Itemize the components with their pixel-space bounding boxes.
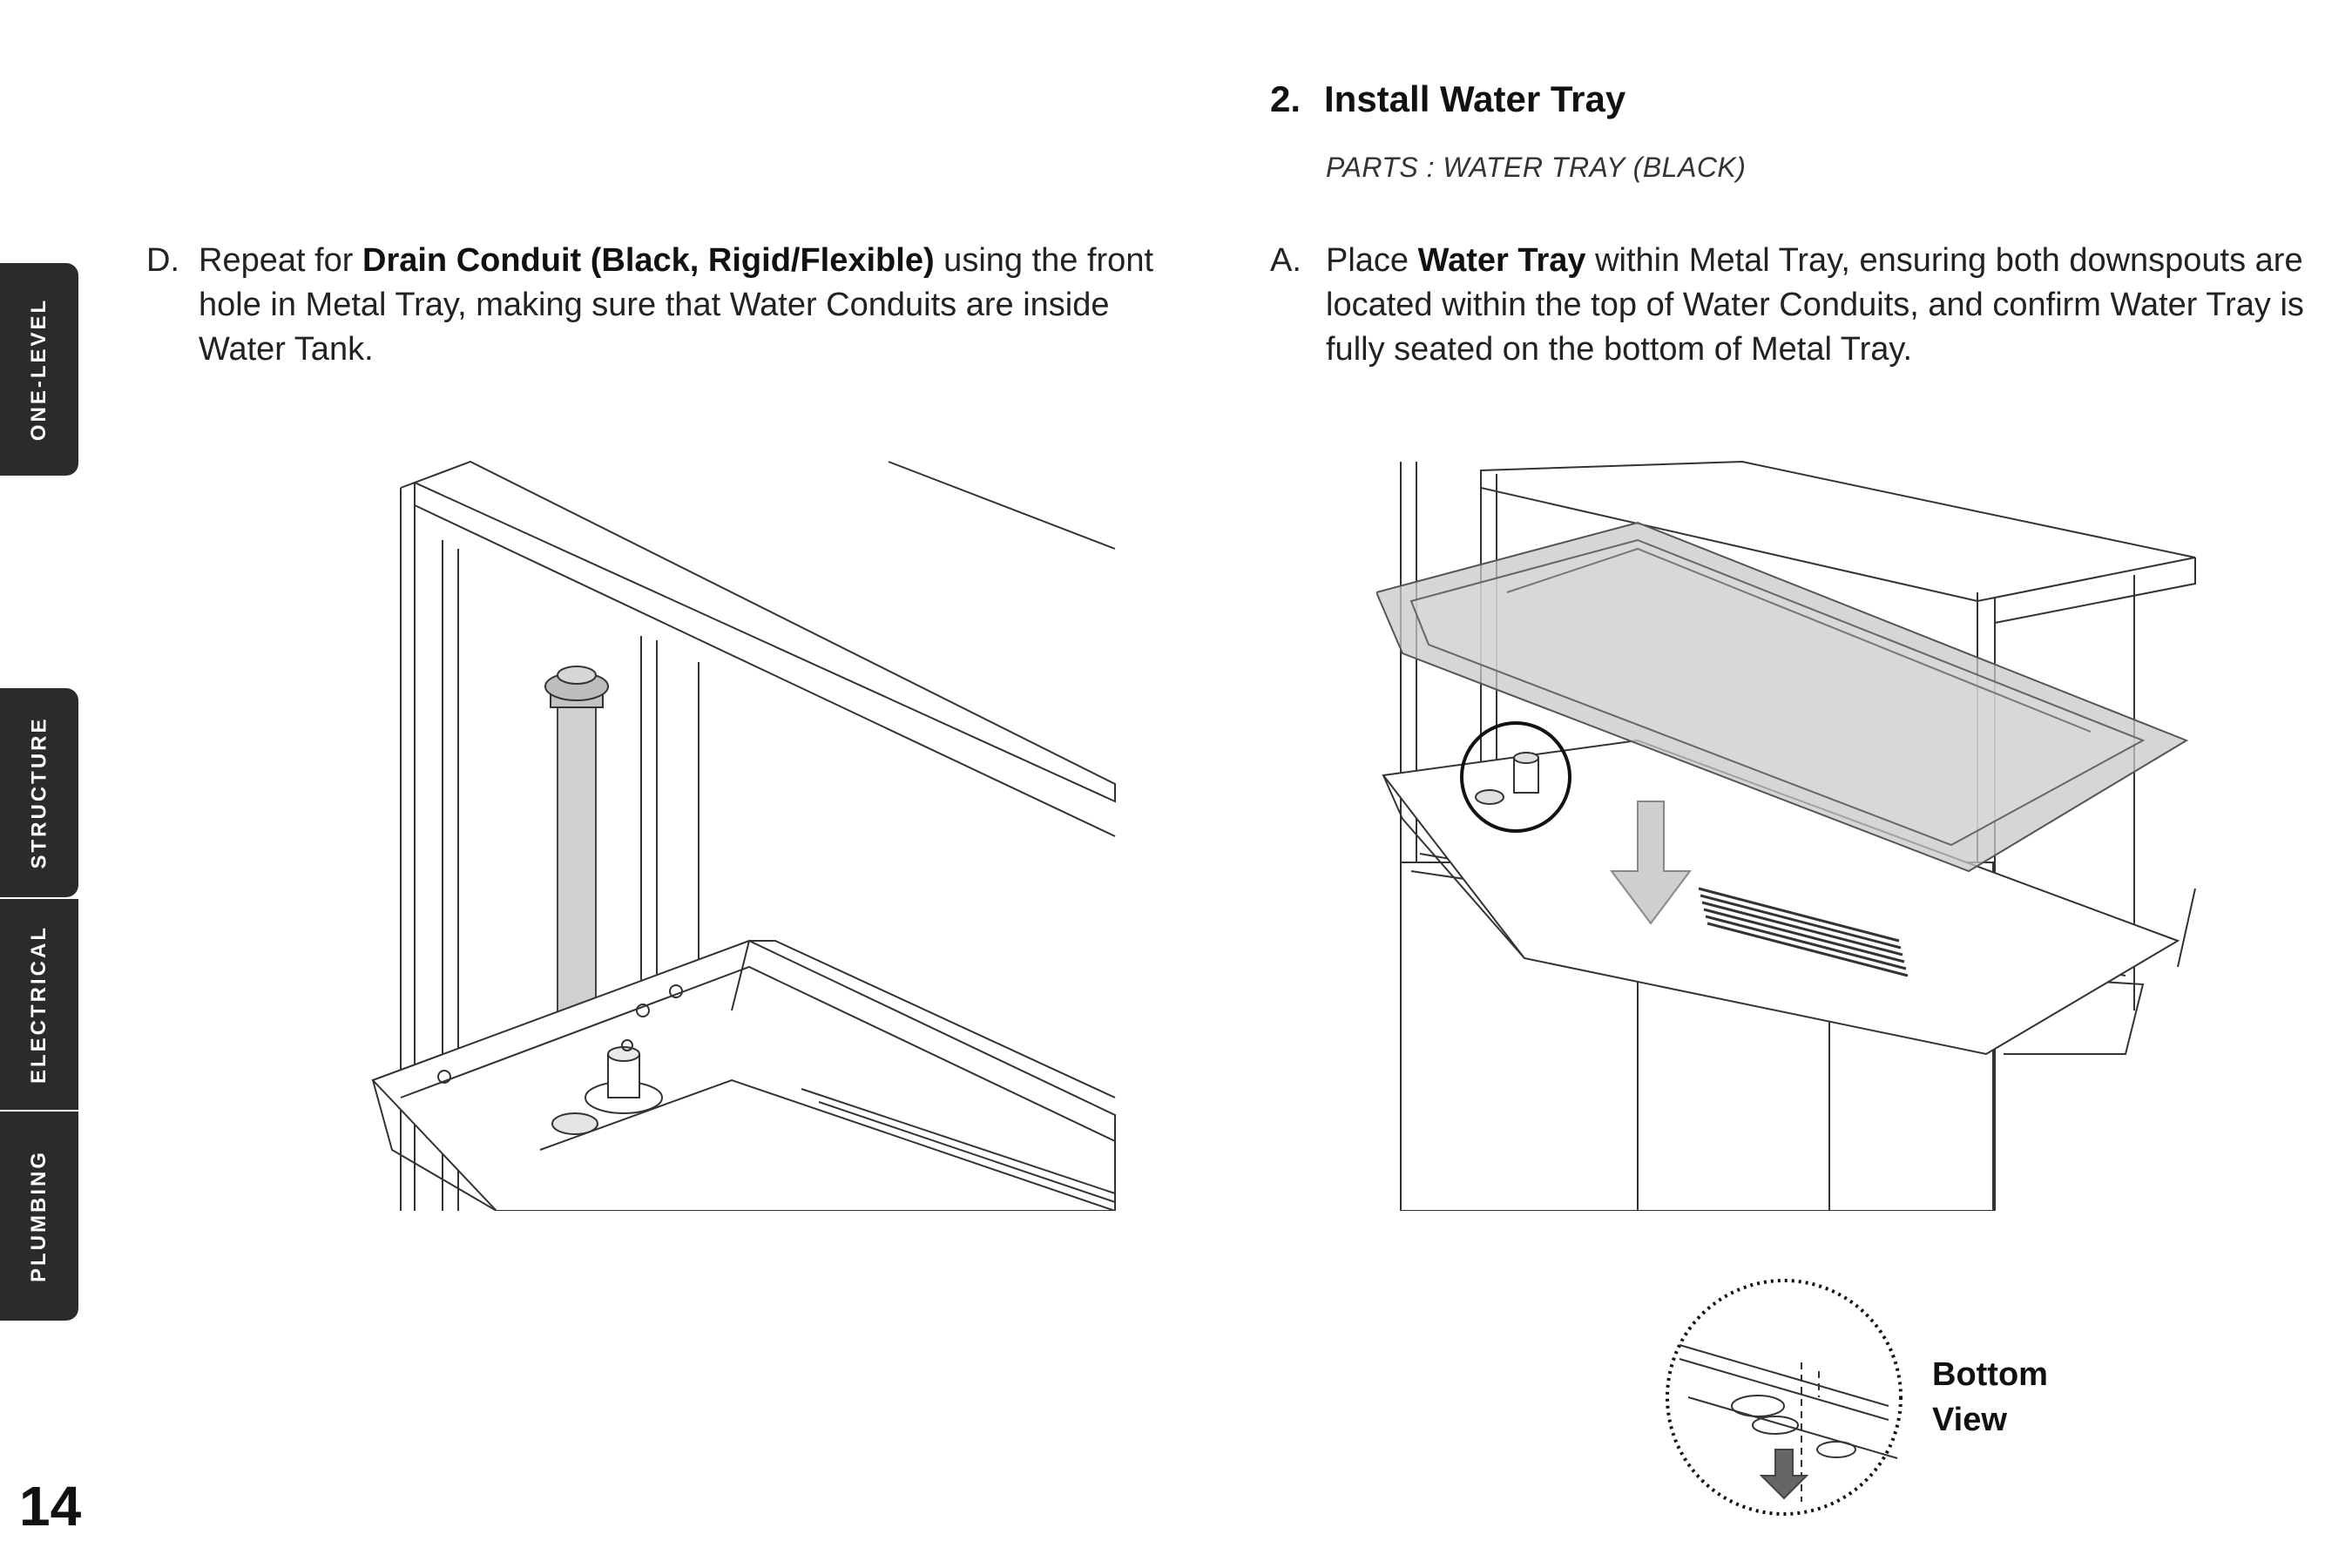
tab-electrical[interactable]: ELECTRICAL <box>0 899 78 1110</box>
side-tabs: ONE-LEVEL STRUCTURE ELECTRICAL PLUMBING <box>0 0 80 1568</box>
part-name: Drain Conduit (Black, Rigid/Flexible) <box>362 242 935 279</box>
section-title-text: Install Water Tray <box>1324 78 1626 119</box>
water-tray-illustration <box>1376 453 2213 1211</box>
tab-structure[interactable]: STRUCTURE <box>0 688 78 897</box>
drain-conduit-illustration <box>366 453 1132 1211</box>
tab-one-level[interactable]: ONE-LEVEL <box>0 263 78 476</box>
tab-label: PLUMBING <box>27 1150 51 1282</box>
bottom-view-line: Bottom <box>1932 1356 2048 1393</box>
step-marker: D. <box>146 242 179 279</box>
step-text: Repeat for Drain Conduit (Black, Rigid/F… <box>199 239 1153 372</box>
step-d: D. Repeat for Drain Conduit (Black, Rigi… <box>146 239 1192 378</box>
text-run: using the front <box>934 242 1154 279</box>
bottom-view-label: Bottom View <box>1932 1352 2048 1443</box>
text-run: Place <box>1326 242 1418 279</box>
bottom-view-line: View <box>1932 1402 2007 1438</box>
step-line: Place Water Tray within Metal Tray, ensu… <box>1326 239 2304 283</box>
step-line: Water Tank. <box>199 331 374 368</box>
part-name: Water Tray <box>1417 242 1586 279</box>
text-run: within Metal Tray, ensuring both downspo… <box>1585 242 2303 279</box>
step-line: located within the top of Water Conduits… <box>1326 287 2304 323</box>
step-line: Repeat for Drain Conduit (Black, Rigid/F… <box>199 239 1153 283</box>
step-line: fully seated on the bottom of Metal Tray… <box>1326 331 1913 368</box>
page-number: 14 <box>19 1475 82 1538</box>
tab-divider <box>0 897 78 899</box>
step-line: hole in Metal Tray, making sure that Wat… <box>199 287 1110 323</box>
step-marker: A. <box>1270 242 1301 279</box>
step-a: A. Place Water Tray within Metal Tray, e… <box>1270 239 2333 378</box>
tab-label: ELECTRICAL <box>27 925 51 1084</box>
text-run: Repeat for <box>199 242 362 279</box>
section-title: 2. Install Water Tray <box>1270 78 1625 120</box>
tab-divider <box>0 1110 78 1112</box>
bottom-view-illustration <box>1662 1275 1906 1519</box>
tab-plumbing[interactable]: PLUMBING <box>0 1112 78 1321</box>
step-text: Place Water Tray within Metal Tray, ensu… <box>1326 239 2304 372</box>
tab-label: ONE-LEVEL <box>27 297 51 442</box>
tab-label: STRUCTURE <box>27 716 51 869</box>
section-number: 2. <box>1270 78 1301 119</box>
parts-label: PARTS : WATER TRAY (BLACK) <box>1326 152 1747 183</box>
